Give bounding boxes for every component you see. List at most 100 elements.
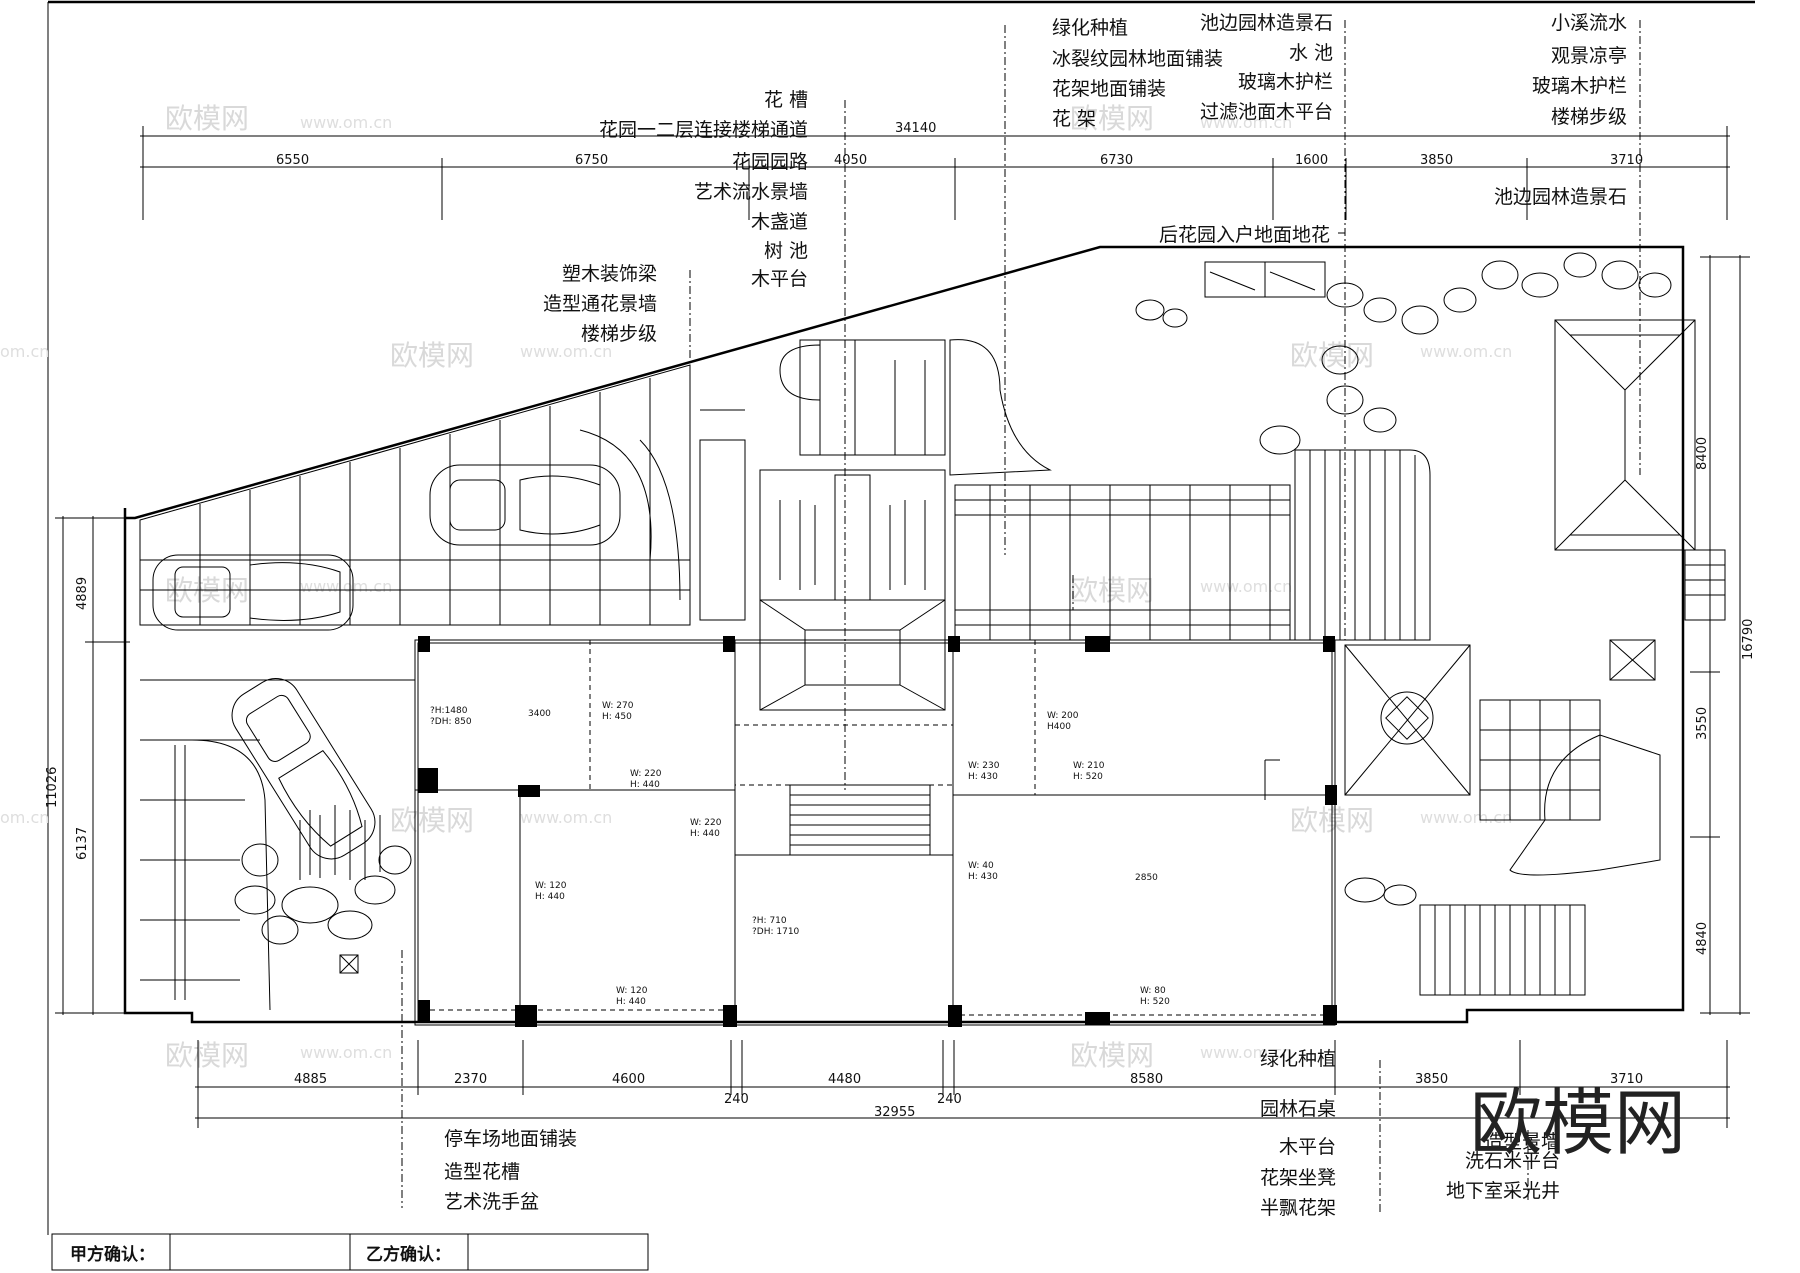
room-mark: W: 230 [968,761,1000,771]
watermark-url: www.om.cn [1200,577,1292,596]
water-wall [759,469,946,711]
stream-rocks [1135,252,1672,455]
room-mark: ?DH: 850 [430,717,472,727]
watermark-url: www.om.cn [520,808,612,827]
label-feature-wall: 造型景墙 [1484,1131,1560,1153]
dim-bottom-2: 2370 [454,1072,487,1087]
planter-rocks [234,805,412,974]
room-mark: 2850 [1135,873,1158,883]
dim-bottom-7: 3710 [1610,1072,1643,1087]
columns [418,636,1337,1027]
dim-top-2: 6750 [575,153,608,168]
room-markers: ?H:1480 ?DH: 850 3400 W: 270 H: 450 W: 2… [430,701,1170,1007]
dim-bottom-3: 4600 [612,1072,645,1087]
left-dimensions: 11026 4889 6137 [45,516,190,1015]
label-tree-pit: 树 池 [764,240,808,262]
dim-bottom-5: 8580 [1130,1072,1163,1087]
label-lightwell: 地下室采光井 [1446,1180,1560,1202]
room-mark: H: 440 [616,997,646,1007]
label-stair-passage: 花园一二层连接楼梯通道 [599,119,808,141]
label-pool-rocks-2: 池边园林造景石 [1494,186,1627,208]
labels-top-center-right: 池边园林造景石 水 池 玻璃木护栏 过滤池面木平台 [1200,12,1333,123]
watermark-url: www.om.cn [1200,113,1292,132]
watermark-text: 欧模网 [1070,102,1154,135]
watermark-text: 欧模网 [1070,1039,1154,1072]
glass-planter [1204,261,1326,298]
car-left [152,554,354,631]
watermark-url: om.cn [0,808,49,827]
label-stream: 小溪流水 [1551,12,1627,34]
room-mark: H: 430 [968,772,998,782]
label-pavilion: 观景凉亭 [1551,45,1627,67]
room-mark: H: 440 [690,829,720,839]
watermark-text: 欧模网 [1290,339,1374,372]
dim-left-1: 4889 [75,577,90,610]
label-pergola: 花 架 [1052,108,1096,130]
label-greenery-2: 绿化种植 [1260,1048,1336,1070]
label-stone-table: 园林石桌 [1260,1098,1336,1120]
leader-lines [401,20,1641,1212]
labels-top-right: 小溪流水 观景凉亭 玻璃木护栏 楼梯步级 池边园林造景石 [1494,12,1627,208]
dim-top-3: 4050 [834,153,867,168]
label-art-basin: 艺术洗手盆 [444,1191,539,1213]
label-glass-rail-2: 玻璃木护栏 [1532,75,1627,97]
dim-bottom-small-2: 240 [937,1092,962,1107]
watermark-text: 欧模网 [390,339,474,372]
room-mark: W: 220 [630,769,662,779]
watermark-url: www.om.cn [520,342,612,361]
dim-bottom-total: 32955 [874,1105,915,1120]
car-top [429,464,621,546]
room-mark: W: 220 [690,818,722,828]
dim-right-3: 4840 [1695,922,1710,955]
room-mark: H: 520 [1140,997,1170,1007]
room-mark: W: 80 [1140,986,1166,996]
label-washed-stone: 洗石米平台 [1465,1150,1560,1172]
room-mark: H: 450 [602,712,632,722]
label-half-pergola: 半飘花架 [1260,1197,1336,1219]
pool-terrace [1344,639,1661,876]
party-b-label: 乙方确认： [366,1244,451,1265]
label-stair-steps: 楼梯步级 [581,323,657,345]
labels-top-left: 花 槽 花园一二层连接楼梯通道 花园园路 艺术流水景墙 木盏道 树 池 木平台 [599,89,808,290]
dim-top-1: 6550 [276,153,309,168]
room-mark: ?DH: 1710 [752,927,800,937]
watermark-text: 欧模网 [165,1039,249,1072]
room-mark: H: 440 [535,892,565,902]
label-parking-paving: 停车场地面铺装 [444,1128,577,1150]
label-pool-rocks: 池边园林造景石 [1200,12,1333,34]
building-floor [414,639,1336,1026]
room-mark: ?H: 710 [752,916,787,926]
car-angled [231,678,376,860]
label-glass-rail: 玻璃木护栏 [1238,71,1333,93]
room-mark: H: 440 [630,780,660,790]
room-mark: ?H:1480 [430,706,468,716]
watermark-url: www.om.cn [300,113,392,132]
watermark-url: www.om.cn [1200,1043,1292,1062]
labels-bottom-left: 停车场地面铺装 造型花槽 艺术洗手盆 [444,1128,577,1213]
room-mark: W: 210 [1073,761,1105,771]
pergola-paving [949,339,1291,641]
watermark-url: www.om.cn [1420,342,1512,361]
labels-bottom-center: 绿化种植 园林石桌 木平台 花架坐凳 半飘花架 [1260,1048,1336,1219]
dim-left-2: 6137 [75,827,90,860]
dim-top-5: 1600 [1295,153,1328,168]
watermark-url: www.om.cn [300,1043,392,1062]
watermark-url: om.cn [0,342,49,361]
label-pergola-bench: 花架坐凳 [1260,1167,1336,1189]
label-entrance-paving: 后花园入户地面地花 [1159,224,1330,246]
dim-bottom-1: 4885 [294,1072,327,1087]
label-flower-trough: 花 槽 [764,89,808,111]
signature-table: 甲方确认： 乙方确认： [51,1233,649,1271]
dim-bottom-6: 3850 [1415,1072,1448,1087]
label-greenery: 绿化种植 [1052,17,1128,39]
label-pergola-paving: 花架地面铺装 [1052,78,1166,100]
dim-top-total: 34140 [895,121,936,136]
right-dimensions: 16790 8400 3550 4840 [1690,255,1756,1015]
label-garden-path: 花园园路 [732,151,808,173]
dim-right-2: 3550 [1695,707,1710,740]
room-mark: W: 120 [535,881,567,891]
stair-walkway [699,339,946,621]
party-a-label: 甲方确认： [70,1244,155,1265]
dim-top-6: 3850 [1420,153,1453,168]
